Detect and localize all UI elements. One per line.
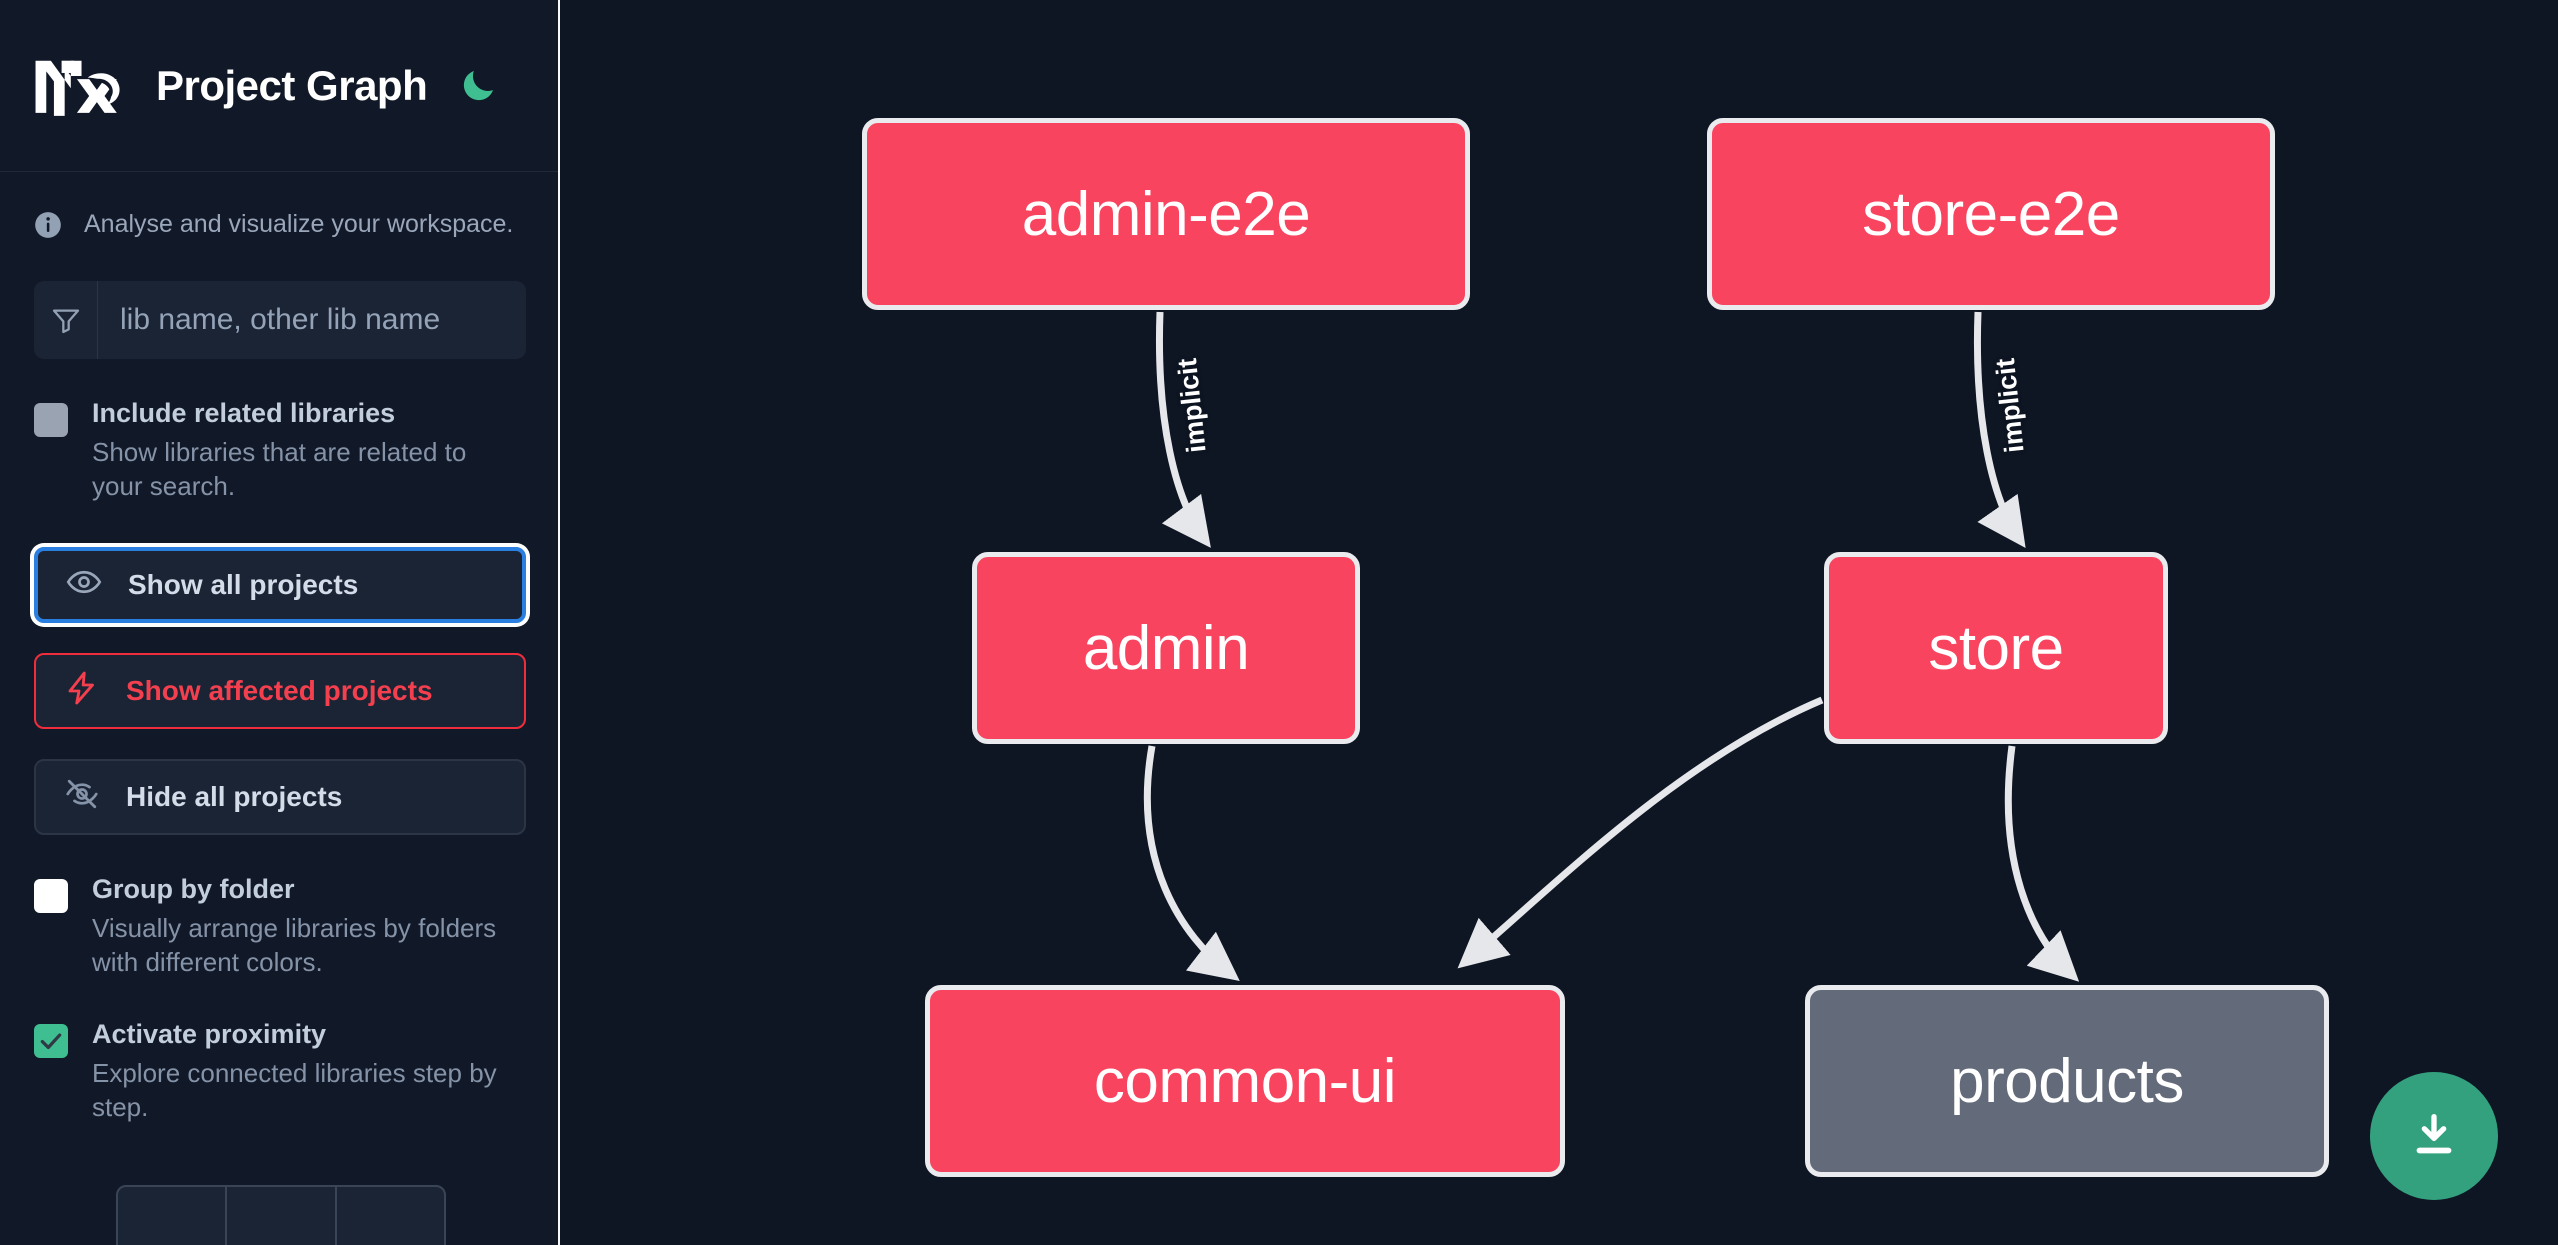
eye-off-icon bbox=[64, 776, 100, 819]
search-section bbox=[0, 239, 560, 359]
sidebar-scrollbar-track[interactable] bbox=[558, 0, 560, 1245]
search-box[interactable] bbox=[34, 281, 526, 359]
moon-icon[interactable] bbox=[455, 63, 501, 109]
node-label: store bbox=[1928, 613, 2064, 683]
graph-node-products[interactable]: products bbox=[1805, 985, 2329, 1177]
checkbox-box-checked[interactable] bbox=[34, 1023, 68, 1058]
graph-node-store[interactable]: store bbox=[1824, 552, 2168, 744]
show-all-projects-label: Show all projects bbox=[128, 569, 359, 601]
workspace-info-text: Analyse and visualize your workspace. bbox=[84, 210, 514, 238]
checkbox-description: Show libraries that are related to your … bbox=[92, 436, 467, 502]
workspace-info: Analyse and visualize your workspace. bbox=[0, 172, 560, 239]
graph-node-common-ui[interactable]: common-ui bbox=[925, 985, 1565, 1177]
graph-node-admin[interactable]: admin bbox=[972, 552, 1360, 744]
info-circle-icon bbox=[34, 211, 62, 239]
page-title: Project Graph bbox=[156, 61, 428, 109]
checkbox-label: Include related libraries bbox=[92, 398, 396, 428]
show-affected-projects-label: Show affected projects bbox=[126, 675, 433, 707]
segment-option-3[interactable] bbox=[337, 1187, 444, 1245]
edge-admin-e2e-to-admin bbox=[1156, 311, 1211, 548]
edge-store-to-common-ui bbox=[1457, 696, 1824, 969]
edge-admin-to-common-ui bbox=[1143, 745, 1240, 981]
node-label: admin-e2e bbox=[1021, 179, 1311, 249]
node-label: common-ui bbox=[1093, 1046, 1397, 1116]
node-label: admin bbox=[1082, 613, 1250, 683]
edge-store-to-products bbox=[2004, 745, 2080, 982]
node-label: products bbox=[1950, 1046, 2184, 1116]
checkbox-description: Visually arrange libraries by folders wi… bbox=[92, 913, 497, 978]
checkbox-box-unchecked[interactable] bbox=[34, 403, 68, 437]
sidebar: Project Graph Analyse and visualize your… bbox=[0, 0, 560, 1245]
graph-canvas[interactable]: implicit implicit admin-e2e store-e2e ad… bbox=[560, 0, 2558, 1245]
nx-logo-icon bbox=[34, 51, 126, 121]
node-label: store-e2e bbox=[1862, 179, 2120, 249]
checkbox-label: Group by folder bbox=[92, 874, 295, 905]
hide-all-projects-label: Hide all projects bbox=[126, 781, 343, 813]
search-input[interactable] bbox=[98, 281, 526, 359]
checkbox-box-unchecked[interactable] bbox=[34, 879, 68, 914]
segment-option-1[interactable] bbox=[118, 1187, 228, 1245]
checkbox-description: Explore connected libraries step by step… bbox=[92, 1057, 497, 1122]
checkbox-label: Activate proximity bbox=[92, 1018, 327, 1049]
show-affected-projects-button[interactable]: Show affected projects bbox=[34, 653, 526, 730]
download-graph-button[interactable] bbox=[2370, 1072, 2498, 1200]
show-all-projects-button[interactable]: Show all projects bbox=[34, 547, 526, 624]
graph-mode-segmented-control[interactable] bbox=[116, 1185, 446, 1245]
checkbox-include-related-libraries[interactable]: Include related libraries Show libraries… bbox=[0, 359, 560, 503]
sidebar-header: Project Graph bbox=[0, 0, 560, 172]
hide-all-projects-button[interactable]: Hide all projects bbox=[34, 759, 526, 836]
checkbox-activate-proximity[interactable]: Activate proximity Explore connected lib… bbox=[0, 980, 560, 1124]
graph-node-store-e2e[interactable]: store-e2e bbox=[1707, 118, 2275, 310]
lightning-bolt-icon bbox=[64, 670, 100, 713]
edge-store-e2e-to-store bbox=[1974, 311, 2026, 549]
segment-option-2[interactable] bbox=[227, 1187, 337, 1245]
project-visibility-buttons: Show all projects Show affected projects bbox=[0, 503, 560, 836]
eye-icon bbox=[66, 564, 102, 607]
download-icon bbox=[2416, 1114, 2452, 1154]
graph-edges bbox=[1143, 311, 2080, 982]
graph-node-admin-e2e[interactable]: admin-e2e bbox=[862, 118, 1470, 310]
checkbox-group-by-folder[interactable]: Group by folder Visually arrange librari… bbox=[0, 835, 560, 979]
filter-funnel-icon bbox=[34, 281, 98, 359]
